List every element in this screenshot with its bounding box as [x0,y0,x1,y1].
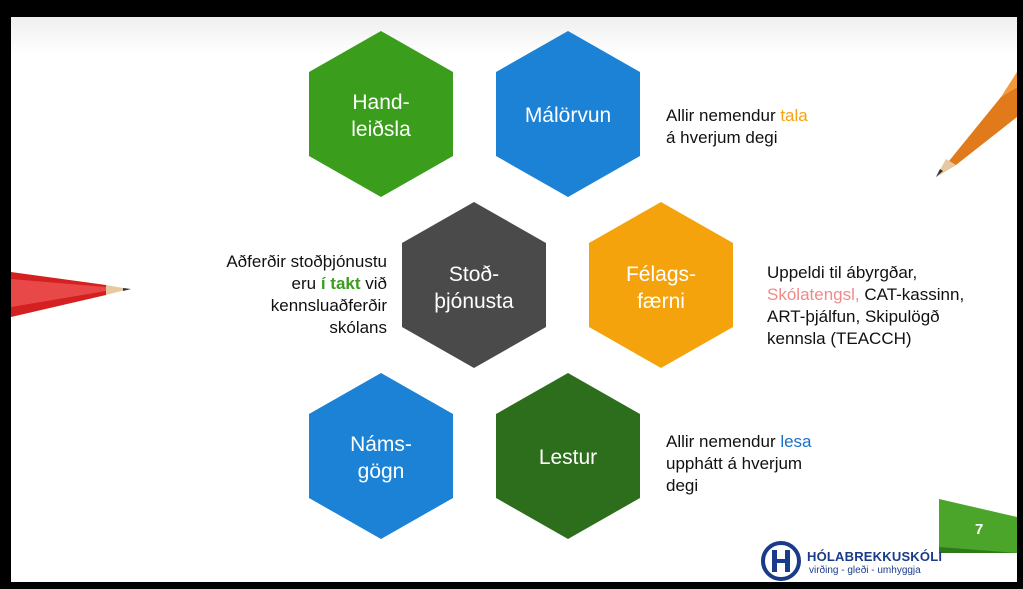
hex-stodthjonusta-line-1: Stoð- [449,263,499,286]
note-stodthjonusta-line2-pre: eru [291,274,321,293]
note-lestur-highlight: lesa [780,432,812,451]
school-logo: HÓLABREKKUSKÓLI virðing - gleði - umhygg… [759,541,969,581]
hex-felagsfaerni-label: Félags-færni [626,263,696,313]
note-stodthjonusta-line1: Aðferðir stoðþjónustu [226,252,387,271]
hex-lestur-shape [496,373,640,539]
hex-namsgogn-line-1: Náms- [350,433,412,456]
hex-namsgogn-label: Náms-gögn [350,433,412,483]
hex-malorvun-shape [496,31,640,197]
note-felagsfaerni-line2-post: CAT-kassinn, [859,285,965,304]
note-malorvun-text: Allir nemendur [666,106,781,125]
hex-stodthjonusta-label: Stoð-þjónusta [434,263,514,313]
slide: Hand-leiðsla Málörvun Stoð-þjónusta Féla… [11,17,1017,582]
hex-felagsfaerni: Félags-færni [589,202,733,368]
note-malorvun-highlight: tala [780,106,808,125]
hex-malorvun: Málörvun [496,31,640,197]
note-stodthjonusta-line2-post: við [360,274,387,293]
note-felagsfaerni-line1: Uppeldi til ábyrgðar, [767,263,918,282]
note-stodthjonusta: Aðferðir stoðþjónustu eru í takt við ken… [169,251,387,339]
hex-lestur-line-1: Lestur [539,446,597,469]
hex-handleidsla-line-2: leiðsla [351,118,411,141]
hex-namsgogn: Náms-gögn [309,373,453,539]
hex-lestur-label: Lestur [539,446,597,469]
note-stodthjonusta-highlight: í takt [320,274,361,293]
pencil-decorations [11,72,1017,317]
hex-malorvun-line-1: Málörvun [525,104,611,127]
school-emblem-icon [761,541,801,581]
pencil-right-icon [936,72,1017,177]
hex-malorvun-label: Málörvun [525,104,611,127]
note-malorvun: Allir nemendur tala á hverjum degi [666,105,808,149]
note-stodthjonusta-line3: kennsluaðferðir [270,296,387,315]
note-lestur-text: Allir nemendur [666,432,781,451]
hex-handleidsla-shape [309,31,453,197]
page-badge-shape [939,499,1017,553]
note-malorvun-line2: á hverjum degi [666,128,778,147]
page-number: 7 [975,521,984,538]
note-lestur: Allir nemendur lesa upphátt á hverjum de… [666,431,812,497]
top-shade [11,17,1017,55]
page-number-badge: 7 [935,499,1017,553]
note-lestur-line3: degi [666,476,699,495]
note-felagsfaerni-highlight: Skólatengsl, [767,285,860,304]
note-felagsfaerni-line3: ART-þjálfun, Skipulögð [767,307,940,326]
hex-namsgogn-line-2: gögn [358,460,405,483]
pencil-left-icon [11,272,131,317]
hex-stodthjonusta-shape [402,202,546,368]
hex-handleidsla: Hand-leiðsla [309,31,453,197]
hex-stodthjonusta: Stoð-þjónusta [402,202,546,368]
hex-lestur: Lestur [496,373,640,539]
hex-namsgogn-shape [309,373,453,539]
note-lestur-line2: upphátt á hverjum [666,454,803,473]
hex-handleidsla-line-1: Hand- [352,91,409,114]
hexagon-diagram: Hand-leiðsla Málörvun Stoð-þjónusta Féla… [309,31,733,539]
school-motto: virðing - gleði - umhyggja [809,565,921,576]
hex-stodthjonusta-line-2: þjónusta [434,290,514,313]
note-stodthjonusta-line4: skólans [329,318,387,337]
hex-felagsfaerni-line-2: færni [637,290,685,313]
note-felagsfaerni: Uppeldi til ábyrgðar, Skólatengsl, CAT-k… [767,262,964,350]
hex-felagsfaerni-line-1: Félags- [626,263,696,286]
hex-felagsfaerni-shape [589,202,733,368]
hex-handleidsla-label: Hand-leiðsla [351,91,411,141]
school-name: HÓLABREKKUSKÓLI [807,549,943,564]
note-felagsfaerni-line4: kennsla (TEACCH) [767,329,912,348]
